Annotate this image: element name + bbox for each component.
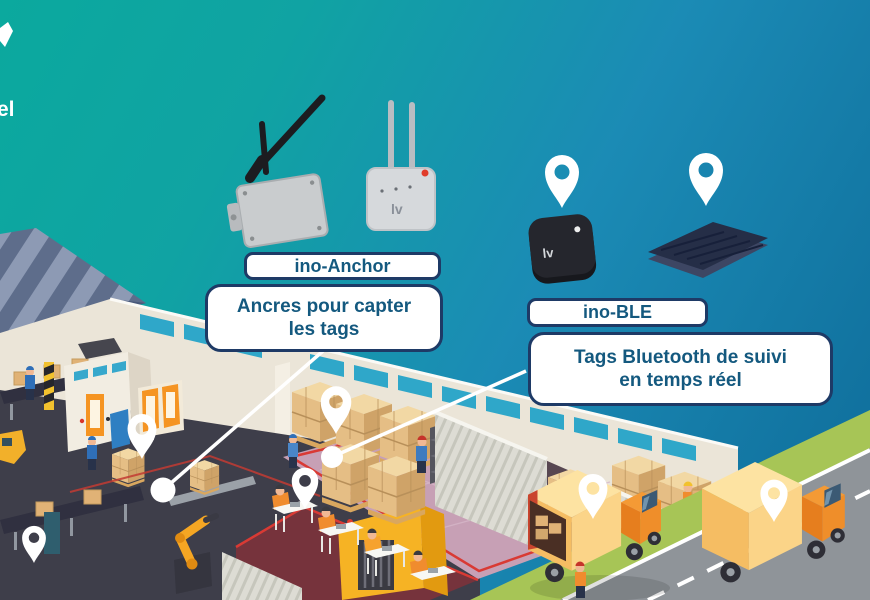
factory-box-stack bbox=[189, 459, 220, 496]
corrugated-wall-small bbox=[222, 552, 302, 600]
rack-worker bbox=[416, 435, 427, 473]
cabinet bbox=[44, 512, 60, 554]
callout-anchor-description: Ancres pour capter les tags bbox=[205, 284, 443, 352]
label-ino-anchor-text: ino-Anchor bbox=[294, 255, 391, 276]
label-ino-anchor: ino-Anchor bbox=[244, 252, 441, 280]
floor-marking bbox=[69, 454, 321, 497]
conveyor-lower bbox=[0, 486, 144, 550]
map-pin-icon bbox=[545, 155, 579, 208]
forklift-fragment bbox=[0, 430, 26, 464]
anchor-description-line1: Ancres pour capter bbox=[236, 296, 412, 317]
warehouse-worker bbox=[288, 434, 298, 468]
factory-worker bbox=[87, 436, 97, 470]
loader-worker bbox=[575, 561, 586, 598]
pallet-stack bbox=[367, 455, 426, 526]
wall-windows bbox=[140, 314, 696, 461]
svg-text:lv: lv bbox=[542, 245, 555, 261]
robot-arm bbox=[174, 513, 219, 594]
corrugated-wall-left bbox=[434, 410, 548, 553]
hazard-pole bbox=[44, 362, 54, 410]
orange-double-door bbox=[138, 380, 184, 438]
callout-ble-description: Tags Bluetooth de suivi en temps réel bbox=[528, 332, 833, 406]
label-ino-ble: ino-BLE bbox=[527, 298, 708, 327]
device-anchor-angled bbox=[226, 94, 329, 248]
label-ino-ble-text: ino-BLE bbox=[583, 302, 652, 322]
svg-text:lv: lv bbox=[391, 201, 403, 217]
factory-worker bbox=[25, 366, 35, 400]
ble-description-line1: Tags Bluetooth de suivi bbox=[574, 347, 787, 368]
device-anchor-dual: lv bbox=[366, 100, 436, 231]
logo-chevron-icon bbox=[0, 22, 13, 47]
logo-partial-text: el bbox=[0, 98, 15, 121]
device-ble-tag: lv bbox=[528, 214, 597, 284]
ble-description-line2: en temps réel bbox=[619, 370, 742, 391]
connector-line-anchor bbox=[150, 349, 325, 503]
packing-desks bbox=[272, 484, 456, 580]
anchor-description-line2: les tags bbox=[288, 319, 360, 340]
map-pin-icon bbox=[689, 153, 723, 206]
connector-line-ble bbox=[321, 369, 527, 468]
device-ble-flat-tag bbox=[648, 222, 768, 278]
truck-loading bbox=[528, 470, 661, 583]
